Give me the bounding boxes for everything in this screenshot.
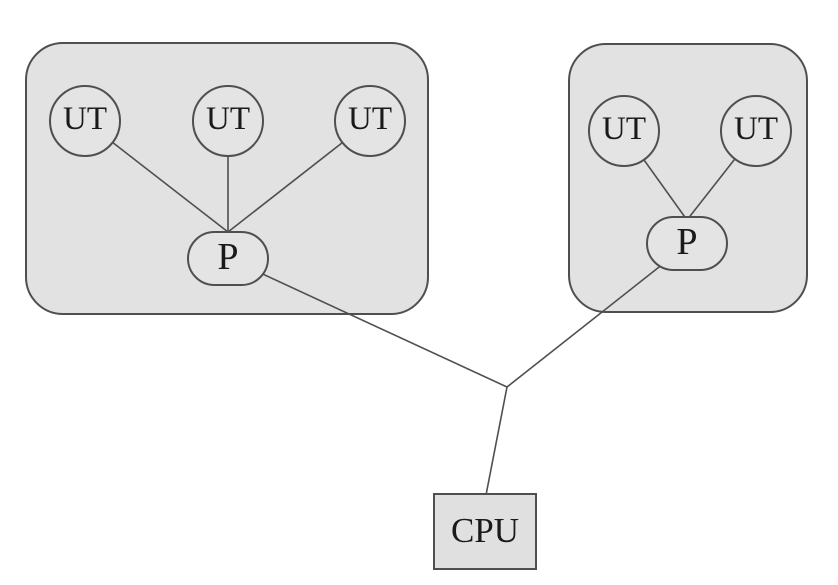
node-p-2: P [646, 216, 728, 271]
node-p-1-label: P [217, 236, 239, 278]
node-ut-3-label: UT [348, 101, 392, 137]
node-ut-2-label: UT [206, 101, 250, 137]
node-cpu: CPU [433, 493, 537, 570]
node-cpu-label: CPU [450, 510, 520, 550]
node-ut-5: UT [720, 95, 792, 167]
edge-junction-cpu [485, 386, 508, 496]
node-ut-5-label: UT [734, 111, 778, 147]
node-p-2-label: P [676, 221, 698, 263]
node-ut-4-label: UT [602, 111, 646, 147]
node-ut-3: UT [334, 85, 406, 157]
node-ut-4: UT [588, 95, 660, 167]
node-ut-2: UT [192, 85, 264, 157]
node-p-1: P [187, 231, 269, 286]
node-ut-1-label: UT [63, 101, 107, 137]
cluster-right-box [568, 43, 808, 313]
node-ut-1: UT [49, 85, 121, 157]
